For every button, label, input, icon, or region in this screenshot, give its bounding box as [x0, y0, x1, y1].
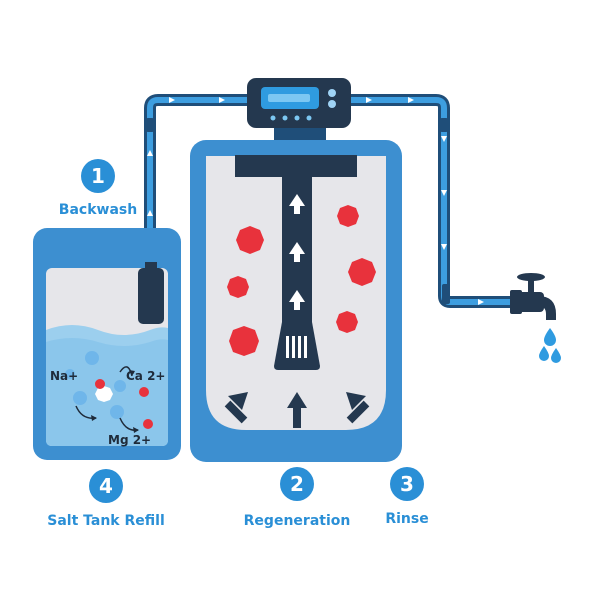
- resin-bead-icon: [236, 226, 264, 254]
- mineral-tank: [190, 140, 402, 462]
- pipe-joints: [146, 118, 450, 304]
- resin-bead-icon: [227, 276, 249, 298]
- resin-bead-icon: [336, 311, 358, 333]
- step-label-regeneration: Regeneration: [244, 513, 351, 529]
- water-drops: [539, 328, 561, 363]
- step-label-rinse: Rinse: [385, 511, 428, 527]
- step-number: 3: [400, 472, 414, 496]
- step-number: 4: [99, 474, 113, 498]
- ion-label-sodium: Na+: [50, 369, 78, 383]
- step-2: 2 Regeneration: [244, 467, 351, 529]
- brine-tank: Na+ Ca 2+ Mg 2+: [33, 228, 181, 460]
- ion-label-calcium: Ca 2+: [126, 369, 166, 383]
- step-number: 1: [91, 164, 105, 188]
- step-label-backwash: Backwash: [59, 202, 137, 218]
- step-3: 3 Rinse: [385, 467, 429, 527]
- step-1: 1 Backwash: [59, 159, 137, 218]
- water-drop-icon: [551, 348, 561, 363]
- resin-bead-icon: [337, 205, 359, 227]
- ion-molecule-icon: [65, 351, 153, 433]
- resin-bead-icon: [229, 326, 259, 356]
- step-label-salt-tank-refill: Salt Tank Refill: [47, 513, 165, 529]
- faucet-icon: [510, 273, 556, 320]
- control-valve-icon: [247, 78, 351, 140]
- pipe-flow-arrows: [147, 97, 484, 305]
- bottom-flow-arrows: [224, 392, 370, 428]
- pipe-system: [144, 94, 512, 308]
- up-flow-arrows: [289, 194, 305, 310]
- step-4: 4 Salt Tank Refill: [47, 469, 165, 529]
- water-drop-icon: [539, 346, 549, 361]
- resin-bead-icon: [348, 258, 376, 286]
- water-drop-icon: [544, 328, 556, 346]
- step-number: 2: [290, 472, 304, 496]
- resin-beads: [227, 205, 376, 356]
- ion-label-magnesium: Mg 2+: [108, 433, 151, 447]
